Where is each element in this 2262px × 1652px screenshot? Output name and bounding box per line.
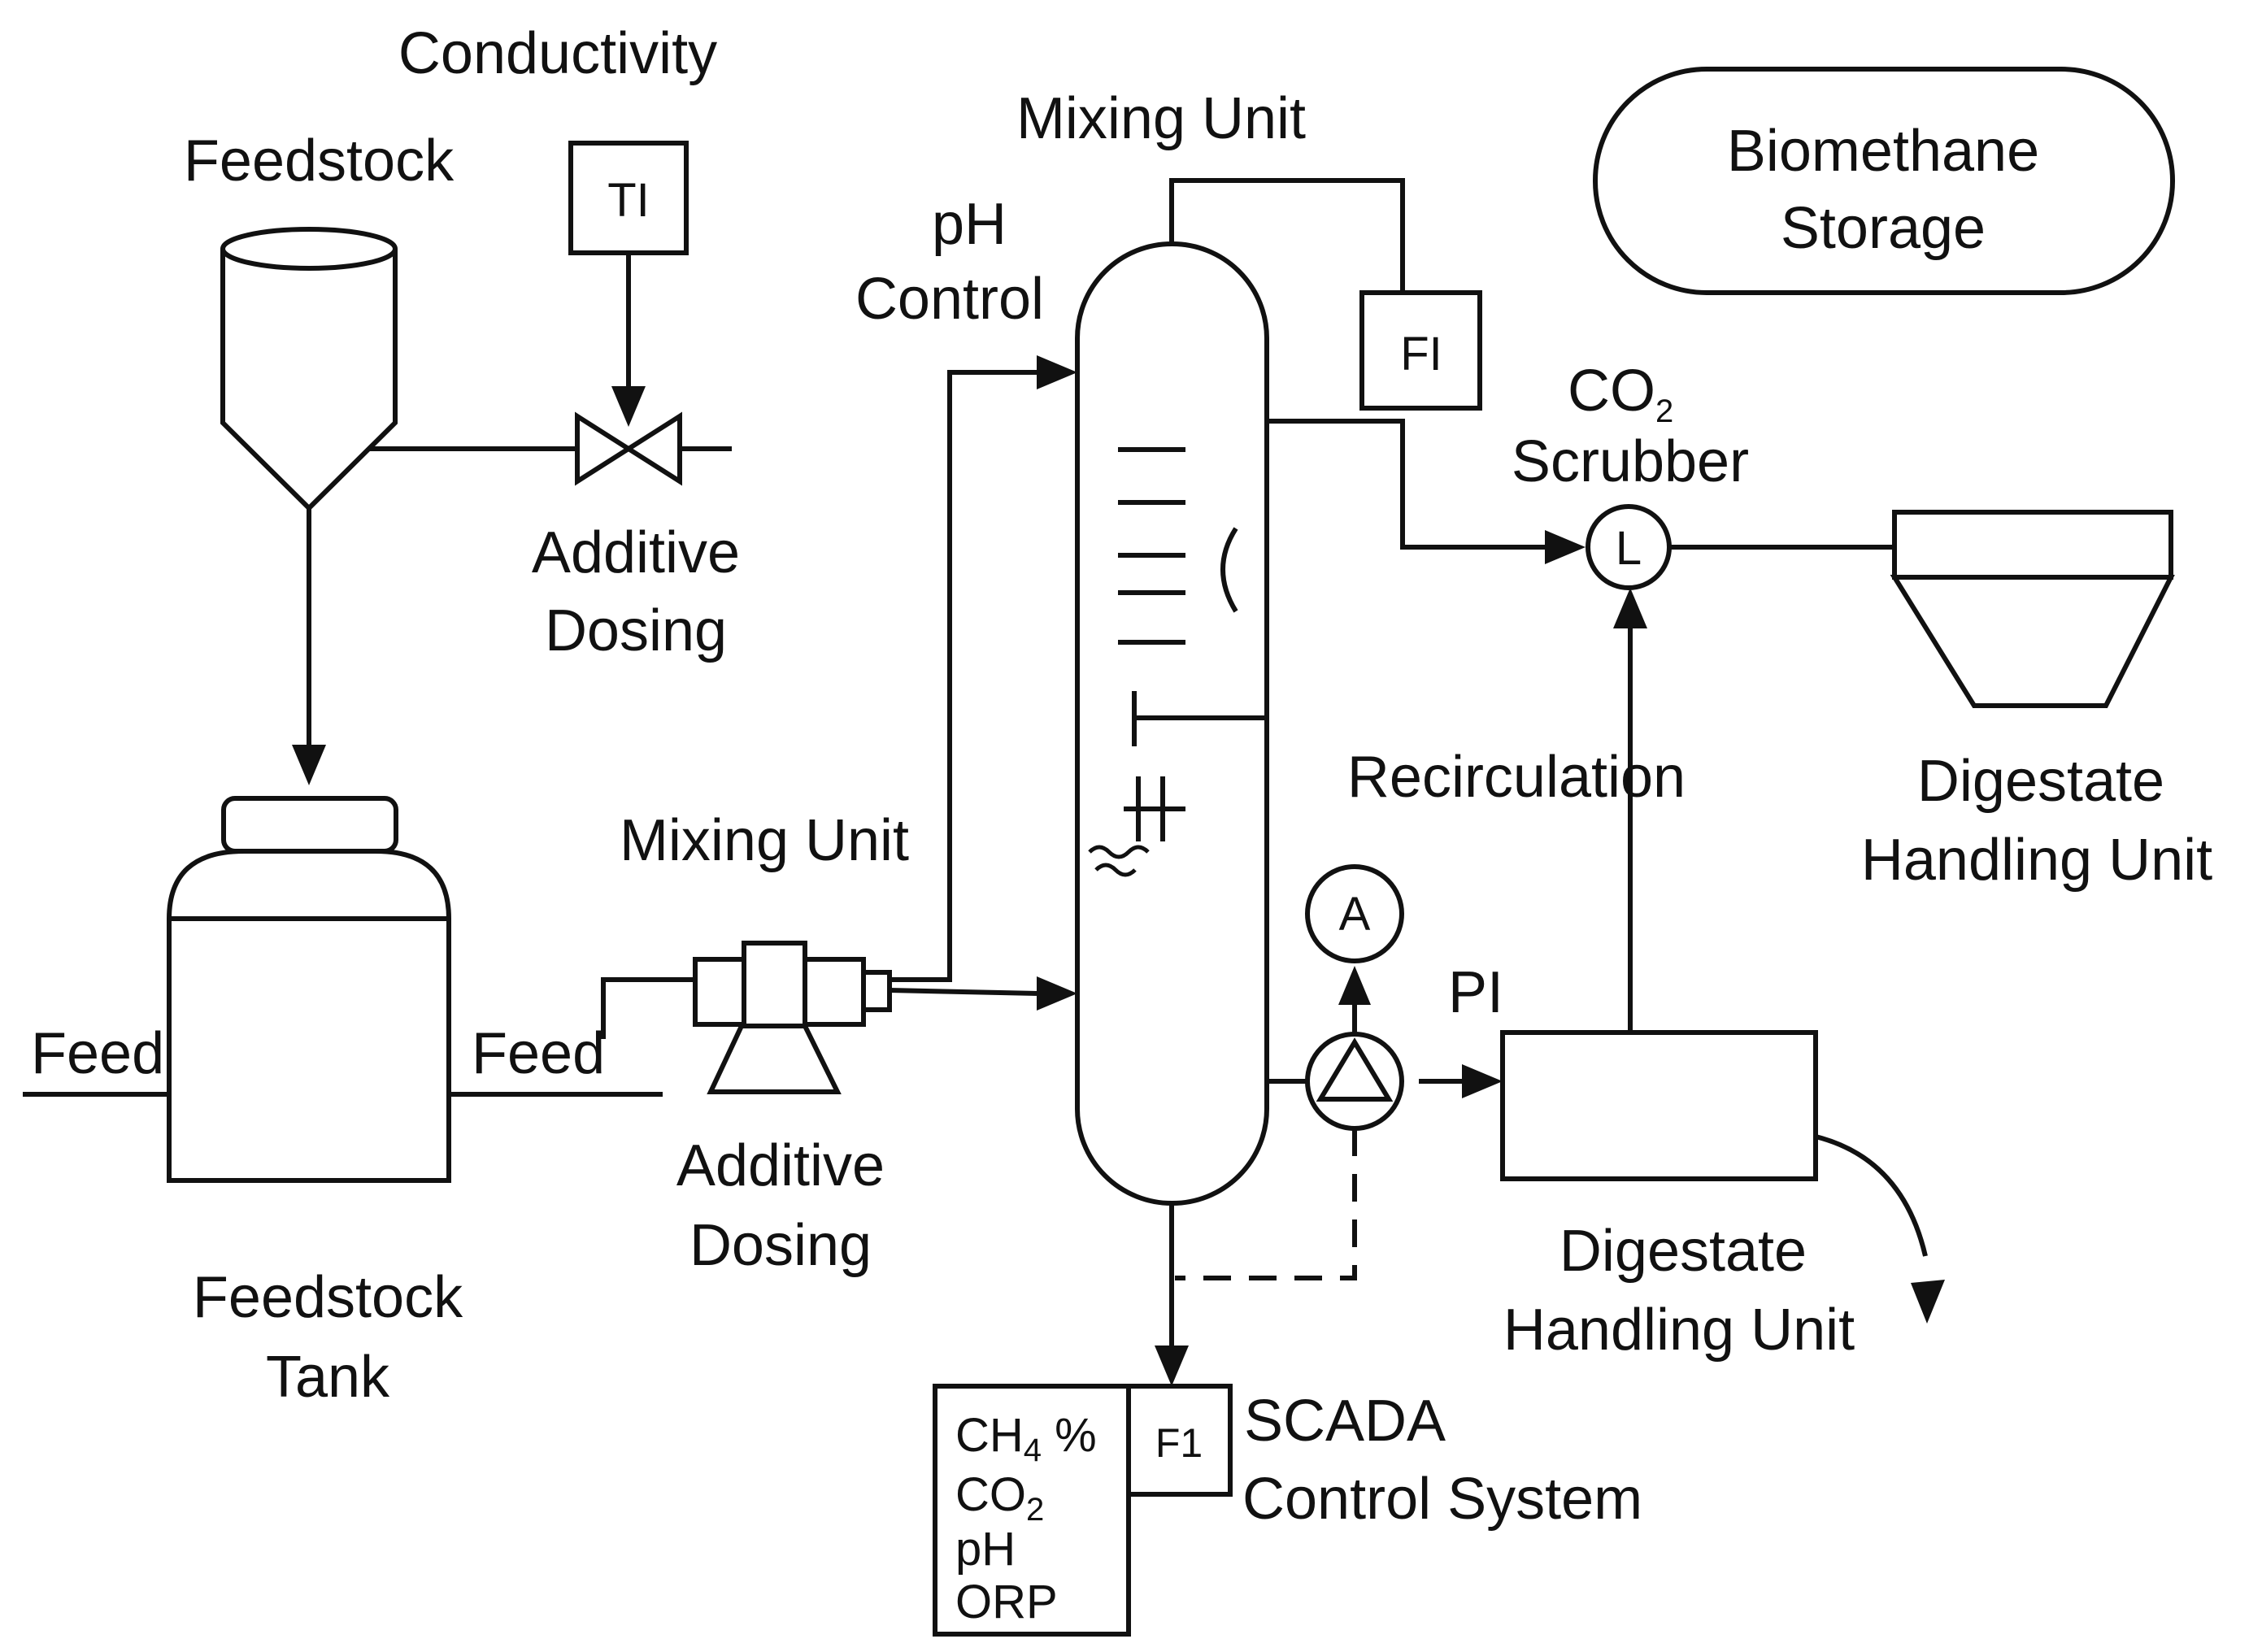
- gas-to-scrubber-arrow: [1545, 530, 1586, 564]
- feedstock-hopper: [220, 249, 398, 512]
- mixer-base: [707, 1024, 842, 1094]
- pump-triangle: [1316, 1037, 1394, 1102]
- pi-label: PI: [1448, 960, 1503, 1025]
- analyzer-item-co2: CO2: [955, 1468, 1044, 1528]
- mixing-unit-left-label: Mixing Unit: [620, 808, 909, 873]
- additive-dosing-bottom-label-1: Additive: [676, 1133, 885, 1198]
- digestate-outlet-curve: [1815, 1134, 1928, 1257]
- circulation-pump: [1305, 1032, 1404, 1131]
- digestate-handling-unit: [1500, 1030, 1818, 1181]
- ph-control-label-2: Control: [855, 267, 1044, 332]
- mixing-unit-top-label: Mixing Unit: [1016, 86, 1306, 151]
- analyzer-instrument: [1305, 864, 1404, 963]
- tank-lid: [221, 796, 398, 854]
- mixer-body: [742, 941, 807, 1028]
- scada-label-1: SCADA: [1244, 1389, 1446, 1454]
- hopper-to-tank-arrow: [292, 745, 326, 785]
- conductivity-label: Conductivity: [398, 21, 717, 86]
- digestate-bottom-label-1: Digestate: [1559, 1219, 1807, 1284]
- fi-label: FI: [1400, 328, 1442, 380]
- digestate-bottom-label-2: Handling Unit: [1503, 1298, 1855, 1363]
- level-symbol-label: L: [1616, 522, 1642, 575]
- feedstock-tank-label-1: Feedstock: [193, 1265, 463, 1330]
- additive-dosing-top-label-1: Additive: [532, 520, 740, 585]
- digestate-right-label-1: Digestate: [1917, 749, 2164, 814]
- ti-signal-arrow: [611, 386, 646, 427]
- analyzer-item-ph: pH: [955, 1523, 1016, 1576]
- mixer-left-flange: [693, 957, 746, 1027]
- co2-scrubber-label-2: Scrubber: [1512, 429, 1749, 494]
- mixer-outlet-stub: [861, 970, 892, 1012]
- gas-to-scrubber-line: [1267, 419, 1546, 550]
- digester-column: [1075, 241, 1269, 1206]
- digestate-hopper-top: [1892, 510, 2173, 580]
- analyzer-item-orp: ORP: [955, 1576, 1058, 1628]
- analyzer-panel: [933, 1384, 1131, 1637]
- column-baffle: [1220, 527, 1238, 613]
- biomethane-storage: [1593, 67, 2175, 295]
- feed-right-label: Feed: [472, 1021, 605, 1086]
- recirculation-label: Recirculation: [1347, 745, 1686, 810]
- additive-dosing-bottom-label-2: Dosing: [689, 1213, 872, 1278]
- digestate-outlet-arrow: [1911, 1280, 1945, 1324]
- column-top-loop: [1169, 178, 1405, 293]
- pump-to-digestate-arrow: [1462, 1064, 1503, 1098]
- ph-control-label-1: pH: [932, 192, 1007, 257]
- liquid-wave-2: [1094, 863, 1137, 877]
- analyzer-symbol-label: A: [1339, 888, 1371, 941]
- ti-label: TI: [607, 174, 650, 227]
- mixer-right-flange: [803, 957, 866, 1027]
- feed-to-mixer-line: [601, 977, 695, 1039]
- mixer-to-reactor-arrow: [1037, 976, 1077, 1011]
- fi-instrument-box: [1359, 290, 1482, 411]
- ph-control-line: [890, 370, 1039, 982]
- recirculation-arrow: [1613, 588, 1647, 628]
- pump-to-analyzer-arrow: [1338, 966, 1371, 1005]
- co2-scrubber-label-1: CO2: [1568, 359, 1673, 429]
- valve-left-half: [575, 411, 633, 486]
- biomethane-storage-label-2: Storage: [1781, 196, 1986, 261]
- f1-label: F1: [1155, 1420, 1203, 1466]
- scada-label-2: Control System: [1242, 1467, 1642, 1532]
- mixer-to-reactor-line: [889, 988, 1040, 996]
- digestate-right-label-2: Handling Unit: [1861, 828, 2212, 893]
- liquid-wave-1: [1088, 845, 1150, 859]
- digestate-hopper-cone: [1890, 575, 2175, 708]
- valve-right-half: [624, 411, 682, 486]
- control-signal-dashed-line: [1175, 1128, 1357, 1280]
- additive-dosing-top-label-2: Dosing: [545, 598, 727, 663]
- f1-instrument-box: [1126, 1384, 1233, 1497]
- analyzer-item-ch4: CH4 %: [955, 1409, 1097, 1468]
- biomethane-storage-label-1: Biomethane: [1727, 119, 2039, 184]
- feed-left-label: Feed: [31, 1021, 164, 1086]
- feedstock-label: Feedstock: [184, 128, 455, 193]
- column-to-scada-arrow: [1155, 1346, 1189, 1386]
- feedstock-tank: [167, 849, 451, 1183]
- ph-control-arrow: [1037, 355, 1077, 389]
- feedstock-tank-label-2: Tank: [266, 1345, 390, 1410]
- hopper-rim: [220, 227, 398, 271]
